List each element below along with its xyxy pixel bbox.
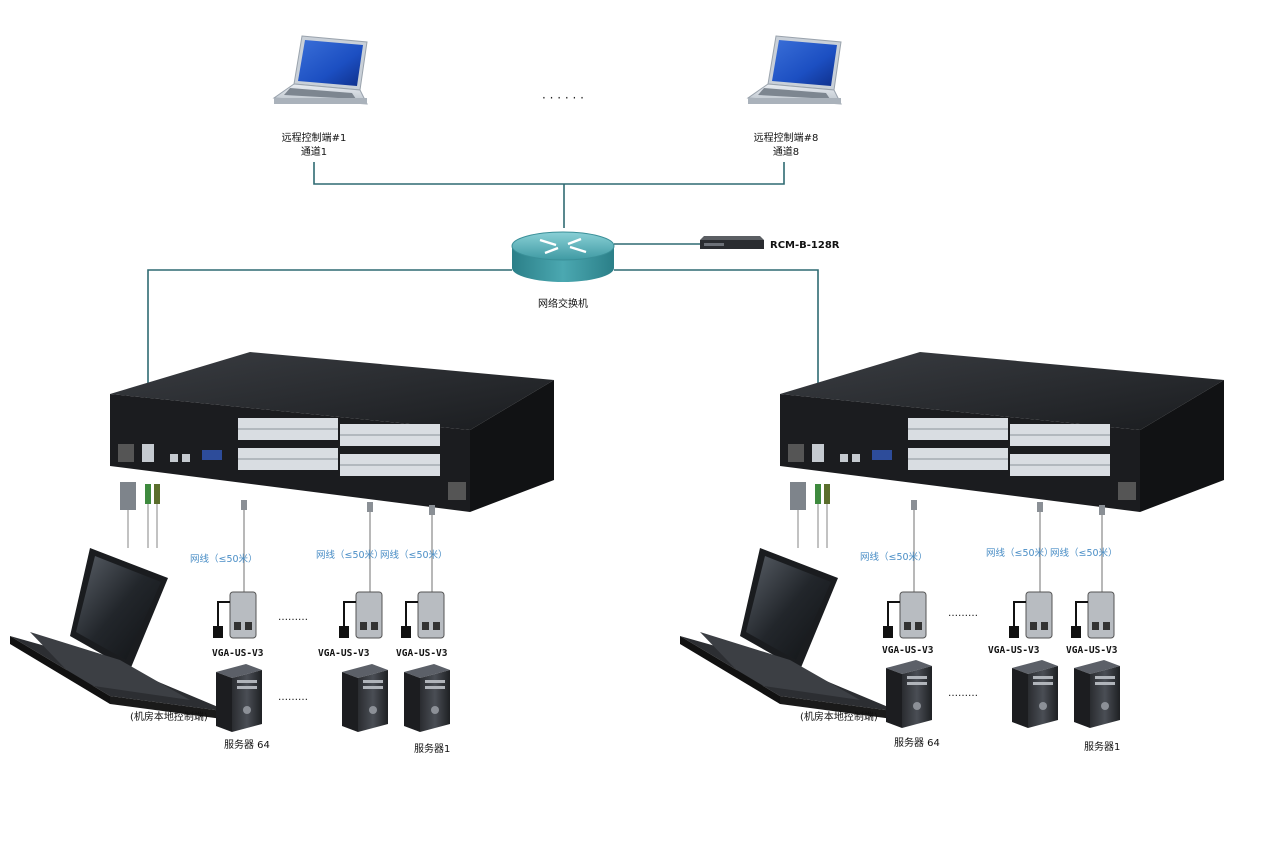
- laptop-icon: [746, 35, 842, 105]
- server-tower-icon: [216, 664, 262, 732]
- remote-client-1: 远程控制端#1 通道1: [272, 35, 368, 158]
- power-socket: [788, 444, 804, 462]
- vga-port: [872, 450, 892, 460]
- server-tower-icon: [886, 660, 932, 728]
- vga-connector-icon: [120, 482, 136, 510]
- server-ellipsis: ………: [278, 692, 308, 703]
- ps2-connector-icon: [154, 484, 160, 504]
- adapter-cables: [243, 500, 433, 592]
- vga-usb-adapter: [1009, 591, 1053, 639]
- adapter-label: VGA-US-V3: [396, 648, 448, 659]
- rcm-label: RCM-B-128R: [770, 240, 840, 251]
- adapter-label: VGA-US-V3: [318, 648, 370, 659]
- cable-label: 网线（≤50米）: [190, 553, 258, 565]
- adapter-ellipsis: ………: [948, 608, 978, 619]
- console-cables: [120, 482, 160, 548]
- usb-port: [182, 454, 190, 462]
- ps2-connector-icon: [824, 484, 830, 504]
- server-tower-icon: [342, 664, 388, 732]
- usb-port: [840, 454, 848, 462]
- usb-port: [852, 454, 860, 462]
- adapter-label: VGA-US-V3: [212, 648, 264, 659]
- vga-usb-adapter: [401, 591, 445, 639]
- vga-usb-adapter: [213, 591, 257, 639]
- kvm-switch-chassis: [110, 352, 554, 512]
- adapter-cables: [913, 500, 1103, 592]
- console-cables: [790, 482, 830, 548]
- cable-label: 网线（≤50米）: [316, 549, 384, 561]
- vga-usb-adapter: [339, 591, 383, 639]
- cable-label: 网线（≤50米）: [860, 551, 928, 563]
- adapter-label: VGA-US-V3: [988, 645, 1040, 656]
- adapter-label: VGA-US-V3: [1066, 645, 1118, 656]
- server-label-1: 服务器1: [1084, 740, 1120, 753]
- rcm-device: RCM-B-128R: [700, 236, 840, 251]
- server-tower-icon: [404, 664, 450, 732]
- lan-port: [142, 444, 154, 462]
- adapter-ellipsis: ………: [278, 612, 308, 623]
- vga-usb-adapter: [883, 591, 927, 639]
- ps2-connector-icon: [145, 484, 151, 504]
- server-label-1: 服务器1: [414, 742, 450, 755]
- remote-clients-ellipsis: · · · · · ·: [542, 91, 584, 105]
- vga-port: [202, 450, 222, 460]
- server-label-64: 服务器 64: [894, 736, 940, 749]
- router-switch-icon: [511, 231, 615, 282]
- adapter-label: VGA-US-V3: [882, 645, 934, 656]
- remote-client-1-channel: 通道1: [301, 145, 327, 158]
- remote-client-8: 远程控制端#8 通道8: [746, 35, 842, 158]
- power-socket: [118, 444, 134, 462]
- kvm-group-left: (机房本地控制端) 网线（≤50米） 网线（≤50米） 网线（≤50米）: [10, 352, 554, 755]
- vga-usb-adapter: [1071, 591, 1115, 639]
- network-switch: 网络交换机: [511, 231, 615, 310]
- kvm-group-right: (机房本地控制端) 网线（≤50米） 网线（≤50米） 网线（≤50米）: [680, 352, 1224, 753]
- server-ellipsis: ………: [948, 688, 978, 699]
- server-tower-icon: [1074, 660, 1120, 728]
- lcd-console-drawer: [10, 548, 230, 720]
- lcd-console-drawer: [680, 548, 900, 720]
- server-label-64: 服务器 64: [224, 738, 270, 751]
- server-tower-icon: [1012, 660, 1058, 728]
- local-console-label: (机房本地控制端): [130, 710, 208, 723]
- local-console-label: (机房本地控制端): [800, 710, 878, 723]
- cable-label: 网线（≤50米）: [986, 547, 1054, 559]
- power-socket-right: [1118, 482, 1136, 500]
- vga-connector-icon: [790, 482, 806, 510]
- laptop-icon: [272, 35, 368, 105]
- lan-port: [812, 444, 824, 462]
- remote-client-8-channel: 通道8: [773, 145, 799, 158]
- power-socket-right: [448, 482, 466, 500]
- ps2-connector-icon: [815, 484, 821, 504]
- rcm-appliance-icon: [700, 236, 764, 249]
- wire-client-bus: [313, 162, 785, 185]
- kvm-switch-chassis: [780, 352, 1224, 512]
- switch-label: 网络交换机: [538, 297, 588, 310]
- remote-client-1-name: 远程控制端#1: [282, 131, 347, 144]
- remote-client-8-name: 远程控制端#8: [754, 131, 819, 144]
- cable-label: 网线（≤50米）: [1050, 547, 1118, 559]
- usb-port: [170, 454, 178, 462]
- cable-label: 网线（≤50米）: [380, 549, 448, 561]
